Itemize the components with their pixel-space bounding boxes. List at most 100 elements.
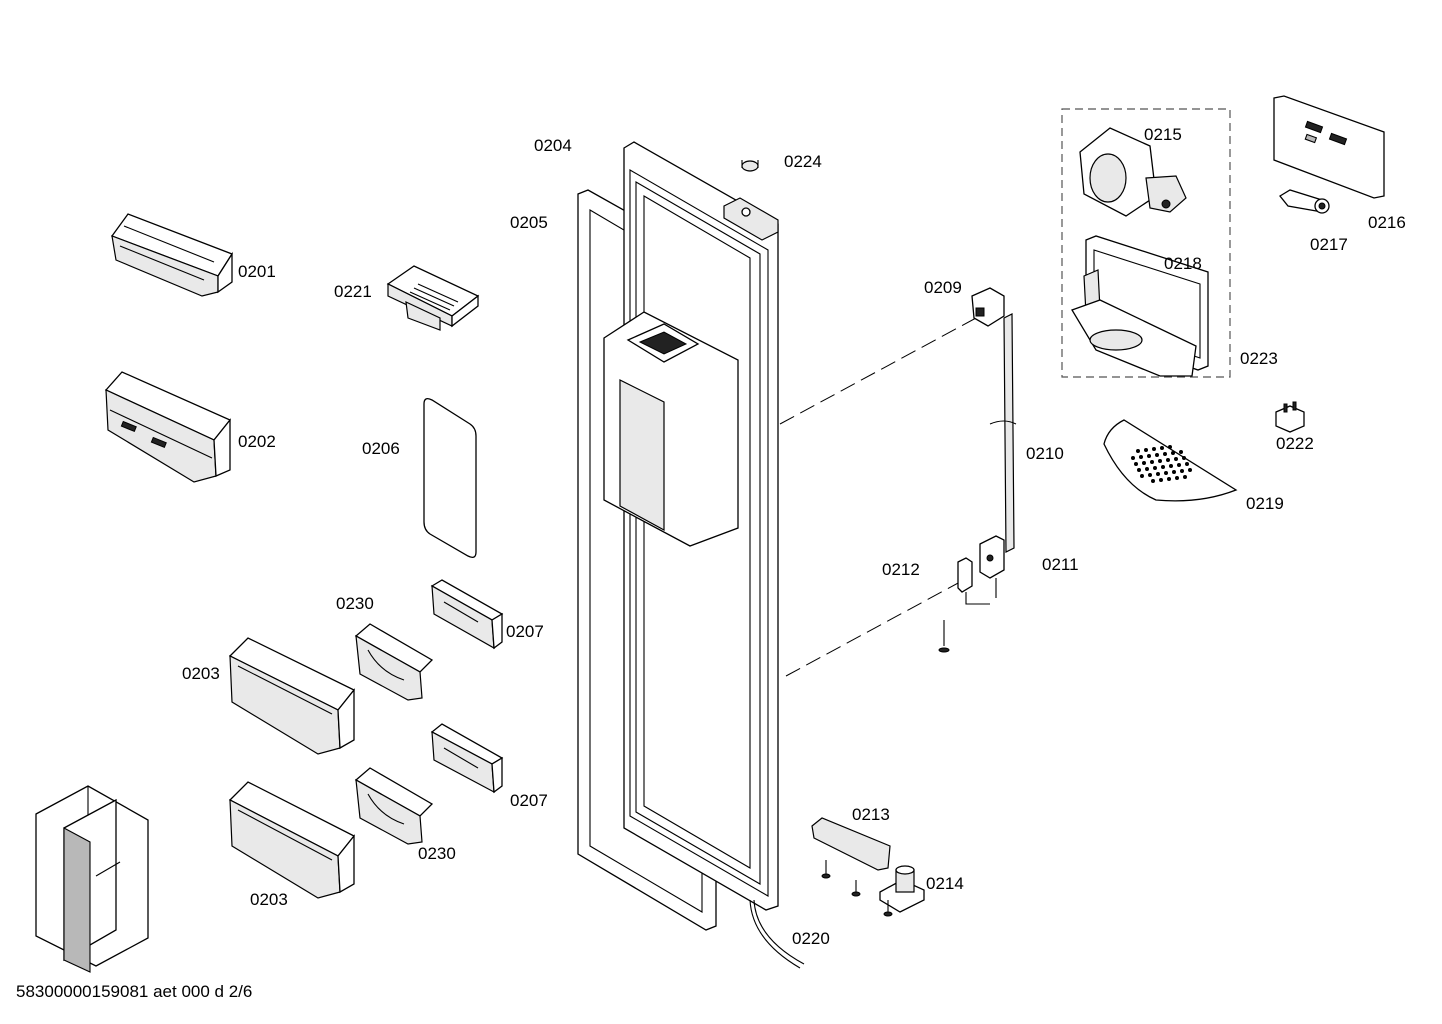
group-box-0223 — [1061, 108, 1231, 378]
vent-dot — [1175, 476, 1179, 480]
dashed-guide-lower — [785, 581, 961, 677]
label-0215: 0215 — [1144, 125, 1182, 144]
vent-dot — [1144, 448, 1148, 452]
clip-0212 — [957, 557, 973, 593]
panel-0206 — [423, 398, 477, 558]
vent-dot — [1166, 458, 1170, 462]
label-0210: 0210 — [1026, 444, 1064, 463]
vent-dot — [1151, 479, 1155, 483]
label-0204: 0204 — [534, 136, 572, 155]
label-0222: 0222 — [1276, 434, 1314, 453]
label-0230-lower: 0230 — [418, 844, 456, 863]
screw — [938, 620, 950, 653]
hinge-0211 — [979, 535, 1005, 579]
label-0203-upper: 0203 — [182, 664, 220, 683]
vent-dot — [1131, 456, 1135, 460]
cover-plate-0219 — [1103, 419, 1238, 502]
label-0201: 0201 — [238, 262, 276, 281]
vent-dot — [1160, 446, 1164, 450]
cap-0224 — [741, 160, 759, 172]
vent-dot — [1139, 455, 1143, 459]
cable-0220 — [749, 899, 801, 969]
clip-0207-upper — [430, 579, 504, 650]
chute-flap-0215 — [1079, 127, 1187, 217]
label-0221: 0221 — [334, 282, 372, 301]
vent-dot — [1137, 468, 1141, 472]
chute-housing-0218 — [1071, 235, 1209, 377]
vent-dot — [1185, 462, 1189, 466]
label-0203-lower: 0203 — [250, 890, 288, 909]
vent-dot — [1158, 459, 1162, 463]
vent-dot — [1136, 449, 1140, 453]
vent-grid — [1131, 445, 1192, 483]
screws-bottom — [821, 860, 893, 917]
vent-dot — [1134, 462, 1138, 466]
vent-dot — [1153, 466, 1157, 470]
vent-dot — [1167, 477, 1171, 481]
vent-dot — [1159, 478, 1163, 482]
door-bin-0202 — [104, 371, 232, 483]
door-bin-0203-lower — [228, 781, 356, 899]
label-0209: 0209 — [924, 278, 962, 297]
vent-dot — [1140, 474, 1144, 478]
label-0223: 0223 — [1240, 349, 1278, 368]
vent-dot — [1145, 467, 1149, 471]
label-0214: 0214 — [926, 874, 964, 893]
vent-dot — [1150, 460, 1154, 464]
label-0218: 0218 — [1164, 254, 1202, 273]
clip-0207-lower — [430, 723, 504, 794]
label-0213: 0213 — [852, 805, 890, 824]
label-0207-upper: 0207 — [506, 622, 544, 641]
label-0217: 0217 — [1310, 235, 1348, 254]
vent-dot — [1156, 472, 1160, 476]
vent-dot — [1169, 464, 1173, 468]
label-0224: 0224 — [784, 152, 822, 171]
label-0216: 0216 — [1368, 213, 1406, 232]
label-0212: 0212 — [882, 560, 920, 579]
knob-0217 — [1279, 189, 1330, 214]
bracket-0230-lower — [354, 767, 434, 845]
drawing-number: 58300000159081 aet 000 d 2/6 — [16, 982, 253, 1001]
vent-dot — [1152, 447, 1156, 451]
hinge-block-0209 — [971, 287, 1005, 327]
bracket-0230-upper — [354, 623, 434, 701]
control-board-0216 — [1273, 95, 1385, 199]
label-0211: 0211 — [1042, 555, 1079, 574]
vent-dot — [1147, 454, 1151, 458]
door-shelf-0201 — [110, 213, 233, 297]
label-0219: 0219 — [1246, 494, 1284, 513]
label-0220: 0220 — [792, 929, 830, 948]
switch-0222 — [1275, 401, 1305, 433]
vent-dot — [1142, 461, 1146, 465]
dispenser-cover-0221 — [386, 265, 480, 331]
refrigerator-thumbnail — [35, 785, 149, 973]
label-0207-lower: 0207 — [510, 791, 548, 810]
vent-dot — [1171, 451, 1175, 455]
vent-dot — [1183, 475, 1187, 479]
hinge-bracket-0213 — [811, 817, 891, 871]
vent-dot — [1163, 452, 1167, 456]
dispenser-housing — [603, 311, 739, 547]
vent-dot — [1188, 468, 1192, 472]
vent-dot — [1164, 471, 1168, 475]
seal-strip-0210 — [989, 313, 1017, 553]
vent-dot — [1177, 463, 1181, 467]
vent-dot — [1155, 453, 1159, 457]
leader-hinge — [965, 578, 997, 605]
vent-dot — [1180, 469, 1184, 473]
door-bin-0203-upper — [228, 637, 356, 755]
vent-dot — [1161, 465, 1165, 469]
vent-dot — [1168, 445, 1172, 449]
vent-dot — [1148, 473, 1152, 477]
vent-dot — [1179, 450, 1183, 454]
vent-dot — [1174, 457, 1178, 461]
label-0202: 0202 — [238, 432, 276, 451]
dashed-guide-upper — [779, 317, 977, 425]
label-0206: 0206 — [362, 439, 400, 458]
label-0205: 0205 — [510, 213, 548, 232]
label-0230-upper: 0230 — [336, 594, 374, 613]
hinge-pin-0214 — [879, 865, 925, 913]
vent-dot — [1182, 456, 1186, 460]
vent-dot — [1172, 470, 1176, 474]
